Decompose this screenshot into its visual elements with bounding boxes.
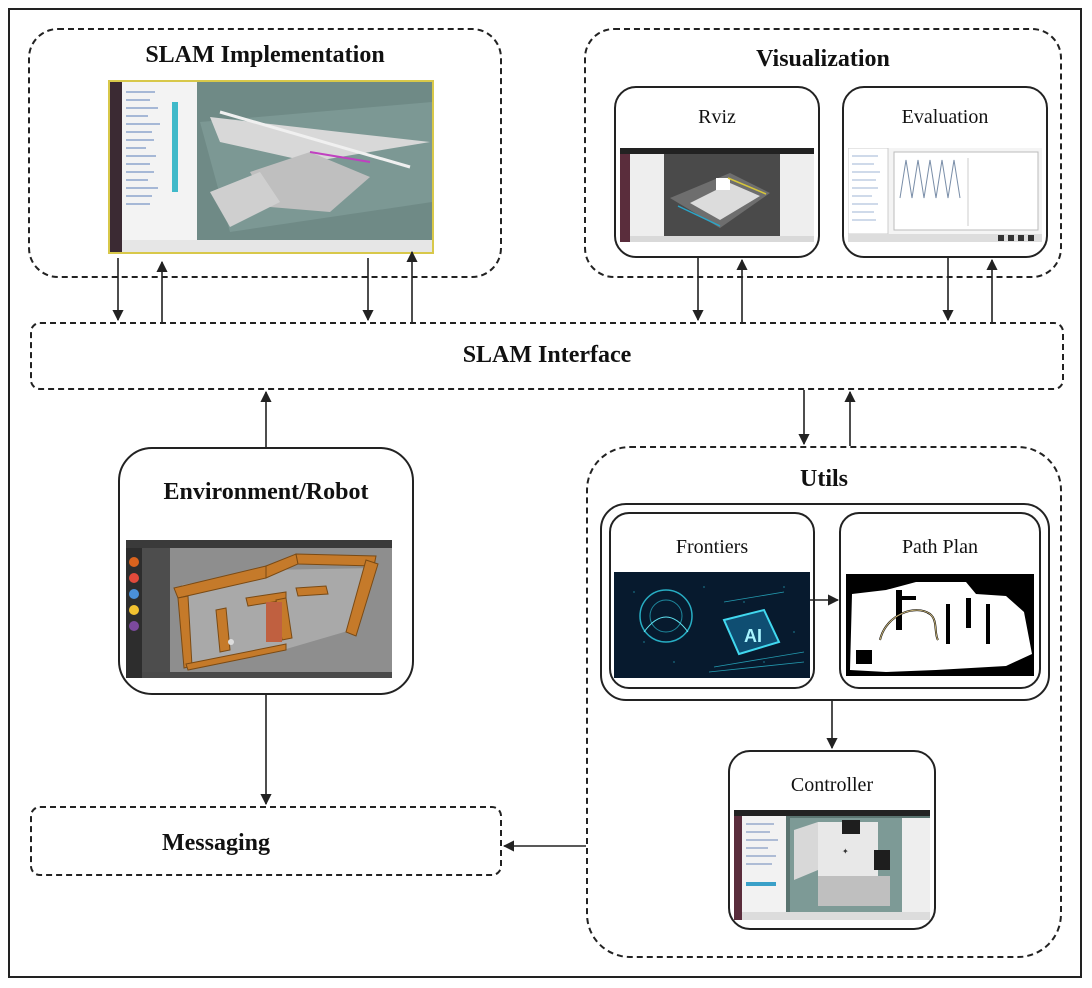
- messaging-title: Messaging: [162, 830, 270, 856]
- frontiers-image: AI: [614, 572, 810, 678]
- utils-group: Utils: [586, 446, 1062, 958]
- evaluation-graphic: [848, 148, 1042, 242]
- slam-implementation-group: SLAM Implementation: [28, 28, 502, 278]
- visualization-group: Visualization: [584, 28, 1062, 278]
- outer-frame: [8, 8, 1082, 978]
- slam-interface-title: SLAM Interface: [462, 342, 632, 368]
- slam-interface-bar: SLAM Interface: [30, 322, 1064, 390]
- gazebo-world-graphic: [126, 540, 392, 678]
- utils-title: Utils: [800, 466, 848, 492]
- svg-text:✦: ✦: [842, 847, 849, 856]
- evaluation-label: Evaluation: [901, 106, 989, 128]
- path-plan-map-graphic: [846, 574, 1034, 676]
- frontiers-label: Frontiers: [675, 536, 749, 558]
- evaluation-screenshot: [848, 148, 1042, 242]
- rviz-screenshot: [620, 148, 814, 242]
- controller-screenshot: ✦: [734, 810, 930, 920]
- environment-robot-title: Environment/Robot: [163, 479, 369, 505]
- path-plan-label: Path Plan: [901, 536, 979, 558]
- messaging-bar: Messaging: [30, 806, 502, 876]
- rviz-graphic: [620, 148, 814, 242]
- frontiers-ai-graphic: AI: [614, 572, 810, 678]
- slam-implementation-title: SLAM Implementation: [145, 42, 385, 68]
- controller-graphic: ✦: [734, 810, 930, 920]
- visualization-title: Visualization: [756, 46, 890, 72]
- ai-chip-logo: AI: [744, 626, 762, 646]
- slam-implementation-screenshot: [108, 80, 434, 254]
- controller-label: Controller: [790, 774, 874, 796]
- environment-robot-screenshot: [126, 540, 392, 678]
- rviz-label: Rviz: [698, 106, 736, 128]
- path-plan-image: [846, 574, 1034, 676]
- slam-map-graphic: [110, 82, 432, 252]
